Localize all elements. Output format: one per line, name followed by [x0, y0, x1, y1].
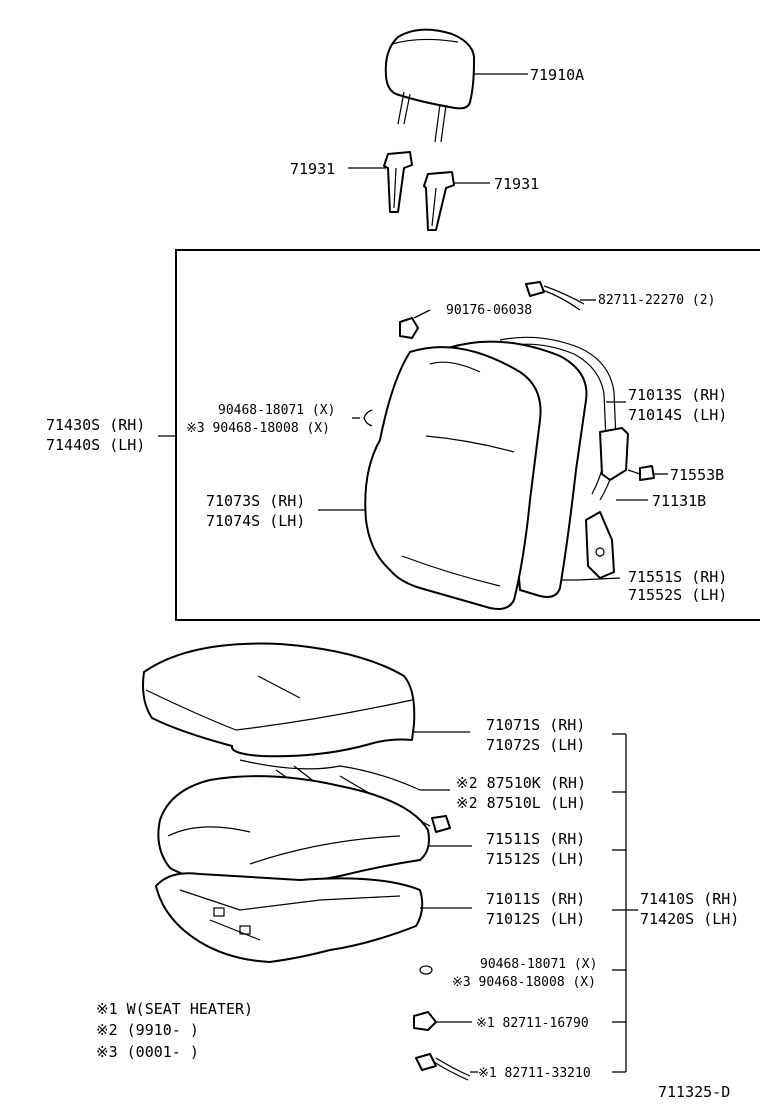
label-back-clip-2: ※3 90468-18008 (X): [186, 421, 330, 436]
label-heater-rh: ※2 87510K (RH): [456, 774, 586, 792]
headrest-support-left[interactable]: [383, 151, 413, 213]
seatback-group-frame: [175, 249, 760, 621]
back-wire-part[interactable]: [525, 281, 585, 311]
cushion-clip-part[interactable]: [419, 965, 433, 975]
seatback-cover-part[interactable]: [364, 346, 542, 610]
seatback-frame-part[interactable]: [499, 336, 655, 579]
label-back-hinge: 71131B: [652, 492, 706, 510]
note-1: ※1 W(SEAT HEATER): [96, 1000, 253, 1018]
note-3: ※3 (0001- ): [96, 1043, 199, 1061]
label-cush-clip-1: 90468-18071 (X): [480, 957, 597, 972]
label-back-assy-rh: 71430S (RH): [46, 416, 145, 434]
label-back-wire: 82711-22270 (2): [598, 293, 715, 308]
cushion-wire-part[interactable]: [415, 1053, 471, 1081]
diagram-id: 711325-D: [658, 1083, 730, 1101]
cushion-frame-part[interactable]: [155, 872, 424, 963]
label-back-pad-lh: 71552S (LH): [628, 586, 727, 604]
cushion-assy-bracket: [612, 733, 638, 1073]
label-cush-frame-rh: 71011S (RH): [486, 890, 585, 908]
label-cush-clamp: ※1 82711-16790: [476, 1016, 589, 1031]
back-clip-part[interactable]: [363, 409, 373, 427]
label-cush-assy-lh: 71420S (LH): [640, 910, 739, 928]
label-back-pad-rh: 71551S (RH): [628, 568, 727, 586]
label-cush-pad-lh: 71512S (LH): [486, 850, 585, 868]
label-back-clip-1: 90468-18071 (X): [218, 403, 335, 418]
label-support-right: 71931: [494, 175, 539, 193]
label-back-bolt: 90176-06038: [446, 303, 532, 318]
label-headrest: 71910A: [530, 66, 584, 84]
label-back-knob: 71553B: [670, 466, 724, 484]
label-cush-cover-rh: 71071S (RH): [486, 716, 585, 734]
label-cush-cover-lh: 71072S (LH): [486, 736, 585, 754]
label-cush-pad-rh: 71511S (RH): [486, 830, 585, 848]
label-back-assy-lh: 71440S (LH): [46, 436, 145, 454]
label-cush-wire: ※1 82711-33210: [478, 1066, 591, 1081]
label-cush-clip-2: ※3 90468-18008 (X): [452, 975, 596, 990]
cushion-clamp-part[interactable]: [413, 1011, 437, 1031]
label-cush-assy-rh: 71410S (RH): [640, 890, 739, 908]
bolt-part[interactable]: [399, 317, 419, 339]
label-support-left: 71931: [290, 160, 335, 178]
headrest-part[interactable]: [384, 28, 476, 143]
cushion-pad-part[interactable]: [157, 775, 430, 886]
headrest-support-right[interactable]: [423, 171, 455, 231]
cushion-cover-part[interactable]: [142, 642, 416, 758]
label-back-frame-lh: 71014S (LH): [628, 406, 727, 424]
label-back-cover-rh: 71073S (RH): [206, 492, 305, 510]
note-2: ※2 (9910- ): [96, 1021, 199, 1039]
label-back-frame-rh: 71013S (RH): [628, 386, 727, 404]
label-heater-lh: ※2 87510L (LH): [456, 794, 586, 812]
label-back-cover-lh: 71074S (LH): [206, 512, 305, 530]
label-cush-frame-lh: 71012S (LH): [486, 910, 585, 928]
